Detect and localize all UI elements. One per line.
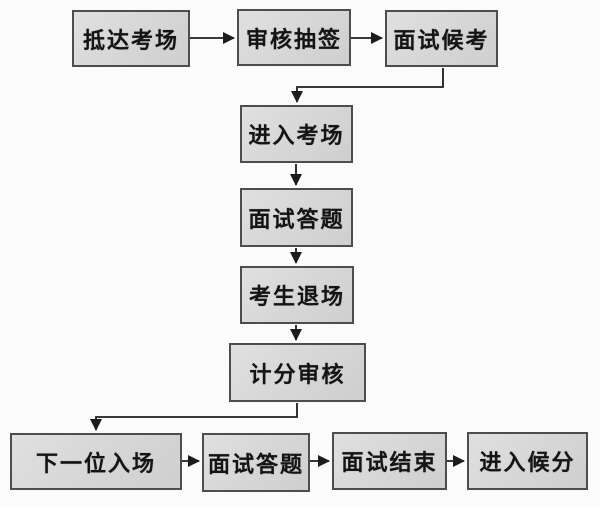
edge-wait-to-enter [291,68,444,103]
flow-node-interview-answering: 面试答题 [240,188,353,247]
flow-node-score-review: 计分审核 [229,343,366,402]
flow-node-interview-end: 面试结束 [332,432,447,490]
flow-node-arrive-venue: 抵达考场 [72,10,190,67]
flow-node-interview-answering-2: 面试答题 [202,433,310,492]
flow-node-enter-score-waiting: 进入候分 [467,432,588,490]
flow-node-candidate-exit: 考生退场 [240,266,354,324]
flow-node-next-candidate-enter: 下一位入场 [10,433,182,490]
flow-node-interview-waiting: 面试候考 [385,10,498,67]
flow-node-review-draw-lots: 审核抽签 [237,9,351,66]
edge-score-to-next [90,403,298,431]
flow-node-enter-exam-room: 进入考场 [240,105,353,163]
